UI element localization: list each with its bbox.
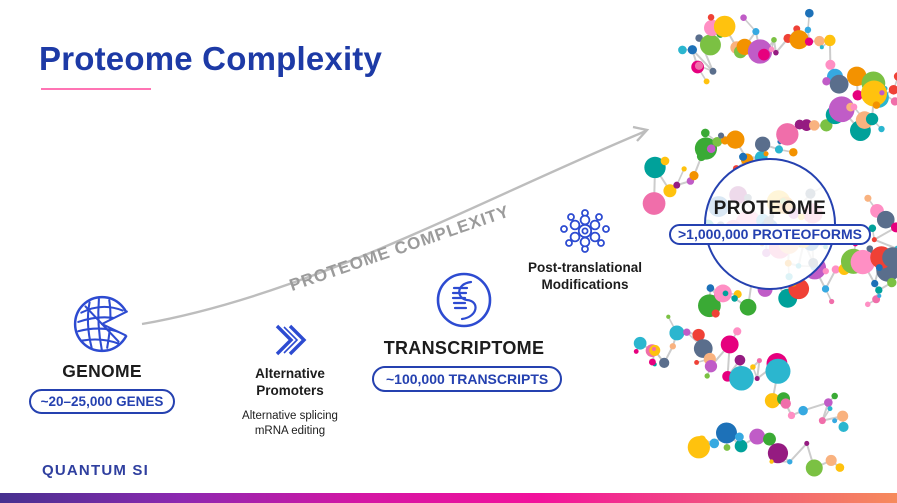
quantum-si-logo: QUANTUM SI <box>42 462 149 479</box>
stage-alternative-promoters: Alternative Promoters Alternative splici… <box>224 320 356 439</box>
transcriptome-count-badge: ~100,000 TRANSCRIPTS <box>372 366 563 392</box>
genome-count-badge: ~20–25,000 GENES <box>28 389 176 414</box>
stage-genome: GENOME ~20–25,000 GENES <box>18 294 186 414</box>
double-chevron-icon <box>275 324 307 356</box>
ptm-line2: Modifications <box>541 276 629 292</box>
transcriptome-label: TRANSCRIPTOME <box>383 338 545 358</box>
alt-splicing-text: Alternative splicing <box>242 409 338 422</box>
proteome-label: PROTEOME <box>713 198 827 219</box>
alternative-promoters-line2: Promoters <box>256 382 324 398</box>
alternative-promoters-line1: Alternative <box>255 366 325 381</box>
ptm-label: Post-translational Modifications <box>518 260 652 294</box>
footer-gradient-bar <box>0 493 897 503</box>
title-underline-accent <box>41 88 151 90</box>
alternative-promoters-subtext: Alternative splicing mRNA editing <box>224 409 356 439</box>
molecule-cluster-icon <box>560 209 610 253</box>
page-title: Proteome Complexity <box>39 40 383 77</box>
rna-circle-icon <box>436 272 492 328</box>
mrna-editing-text: mRNA editing <box>254 424 326 437</box>
genome-tangle-icon <box>73 295 131 353</box>
genome-label: GENOME <box>62 361 142 381</box>
alternative-promoters-label: Alternative Promoters <box>224 366 356 400</box>
stage-post-translational-modifications: Post-translational Modifications <box>518 208 652 294</box>
ptm-line1: Post-translational <box>527 260 643 275</box>
proteome-count-badge: >1,000,000 PROTEOFORMS <box>669 224 871 245</box>
